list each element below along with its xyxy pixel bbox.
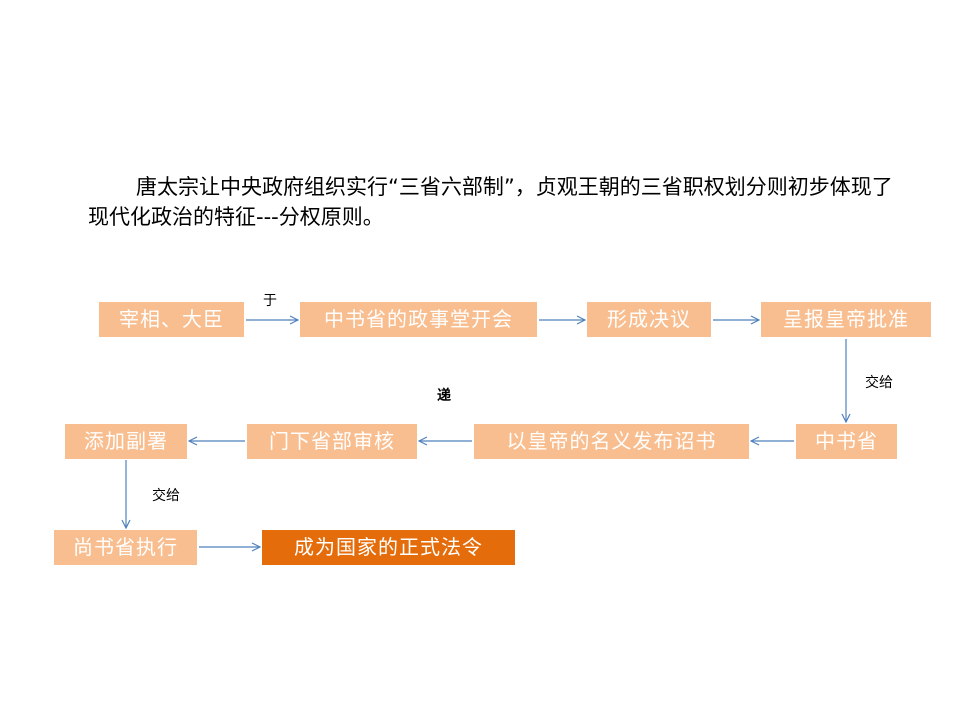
edge-label-di: 递 — [437, 388, 451, 404]
node-resolution: 形成决议 — [587, 302, 711, 337]
node-zhongshu: 中书省 — [796, 424, 897, 459]
edge-label-jiaogei-2: 交给 — [152, 488, 180, 504]
intro-paragraph: 唐太宗让中央政府组织实行“三省六部制”，贞观王朝的三省职权划分则初步体现了现代化… — [88, 175, 893, 229]
node-menxia-review: 门下省部审核 — [247, 424, 417, 459]
node-emperor-approval: 呈报皇帝批准 — [761, 302, 931, 337]
edge-label-jiaogei-1: 交给 — [865, 375, 893, 391]
node-zhengshitang-meeting: 中书省的政事堂开会 — [300, 302, 537, 337]
node-chancellor: 宰相、大臣 — [99, 302, 244, 337]
node-shangshu-execute: 尚书省执行 — [54, 530, 197, 565]
node-official-law: 成为国家的正式法令 — [262, 530, 515, 565]
node-issue-edict: 以皇帝的名义发布诏书 — [474, 424, 749, 459]
node-countersign: 添加副署 — [65, 424, 187, 459]
edge-label-yu: 于 — [263, 293, 277, 309]
